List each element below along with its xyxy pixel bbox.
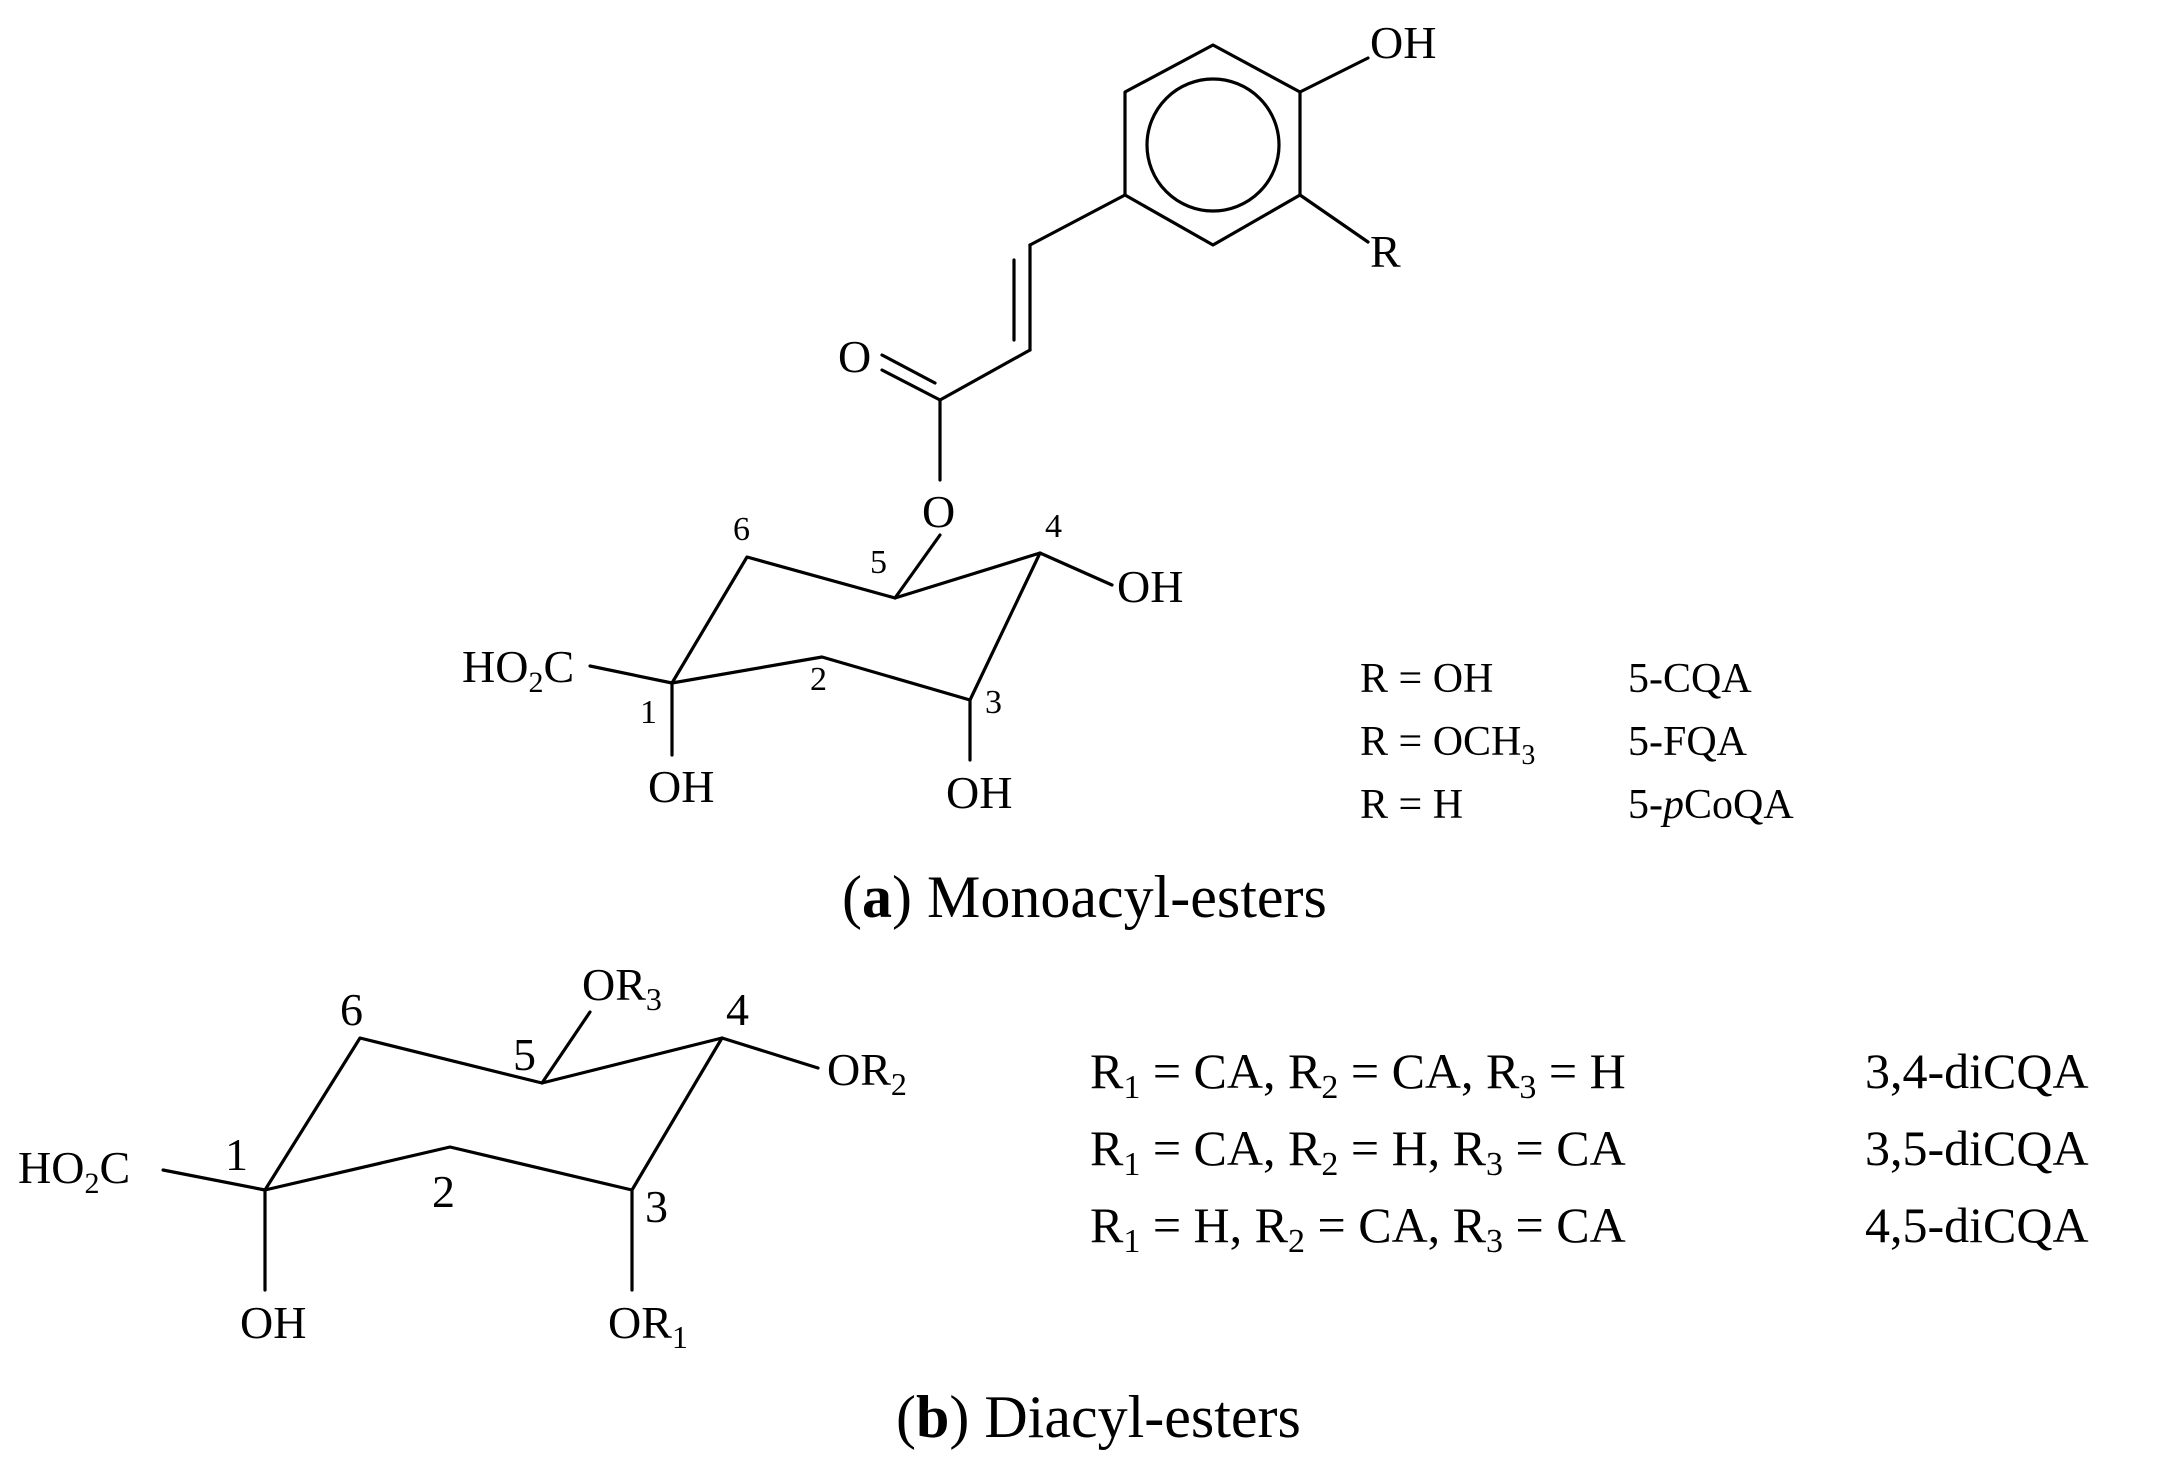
or3-label: OR3 [582,959,662,1017]
ring-number-4-b: 4 [726,984,749,1035]
bond-ring-vinyl [1028,193,1127,247]
table-a-row-1-compound: 5-CQA [1628,656,1752,702]
ring-number-2-b: 2 [432,1166,455,1217]
bond-c4-oh [1038,551,1114,587]
panel-b-substituent-table: R1 = CA, R2 = CA, R3 = H 3,4-diCQA R1 = … [1090,1043,2089,1260]
bond-carbonyl-o [880,368,942,402]
bond-ring-oh [1298,56,1370,94]
oh-c1-label: OH [648,761,714,812]
bond-carbonyl-o-inner [880,353,937,385]
r-label: R [1370,226,1401,277]
table-b-row-1-compound: 3,4-diCQA [1865,1043,2089,1099]
bond-ester-o-c5 [893,533,942,600]
ring-number-5-b: 5 [513,1029,536,1080]
carbonyl-o-label: O [838,331,871,382]
ring-number-1: 1 [640,694,657,731]
ring-number-5: 5 [870,544,887,581]
or2-label: OR2 [827,1044,907,1102]
bond-c1-cooh-b [161,1168,267,1192]
ring-number-6-b: 6 [340,984,363,1035]
bond-c1-cooh [588,664,674,685]
table-b-row-3-r: R1 = H, R2 = CA, R3 = CA [1090,1197,1626,1260]
table-b-row-2-compound: 3,5-diCQA [1865,1120,2089,1176]
ring-number-3: 3 [985,684,1002,721]
oh-c4-label: OH [1117,561,1183,612]
or1-label: OR1 [608,1297,688,1355]
bond-vinyl-carbonyl [938,348,1032,402]
table-a-row-2-compound: 5-FQA [1628,719,1748,765]
table-a-row-3-compound: 5-pCoQA [1628,782,1794,828]
oh-c1-label-b: OH [240,1297,306,1348]
ester-o-label: O [922,486,955,537]
bond-c4-or2 [720,1036,820,1070]
ho2c-label: HO2C [462,641,574,699]
ring-number-6: 6 [733,511,750,548]
panel-b-caption: (b) Diacyl-esters [896,1384,1301,1450]
bond-ring-r [1298,193,1370,244]
ho2c-label-b: HO2C [18,1142,130,1200]
table-b-row-2-r: R1 = CA, R2 = H, R3 = CA [1090,1120,1626,1183]
oh-top-label: OH [1370,17,1436,68]
cyclohexane-chair-b [263,1036,724,1192]
panel-b-diacyl-structure: OR3 OR2 HO2C OH OR1 1 2 3 4 5 6 [18,959,907,1355]
panel-a-substituent-table: R = OH 5-CQA R = OCH3 5-FQA R = H 5-pCoQ… [1360,656,1794,828]
ring-number-2: 2 [810,661,827,698]
ring-number-4: 4 [1045,508,1062,545]
ring-number-1-b: 1 [225,1129,248,1180]
cyclohexane-chair [670,551,1042,702]
table-a-row-3-r: R = H [1360,782,1463,828]
ring-number-3-b: 3 [645,1181,668,1232]
table-a-row-2-r: R = OCH3 [1360,719,1535,771]
table-b-row-1-r: R1 = CA, R2 = CA, R3 = H [1090,1043,1626,1106]
benzene-aromatic-circle [1145,77,1281,213]
panel-a-caption: (a) Monoacyl-esters [842,864,1327,930]
table-b-row-3-compound: 4,5-diCQA [1865,1197,2089,1253]
bond-c5-or3 [540,1010,592,1085]
table-a-row-1-r: R = OH [1360,656,1493,702]
benzene-ring [1123,43,1302,247]
panel-a-monoacyl-structure: OH R O O OH HO2C OH OH 1 2 3 4 5 6 [462,17,1436,818]
oh-c3-label: OH [946,767,1012,818]
